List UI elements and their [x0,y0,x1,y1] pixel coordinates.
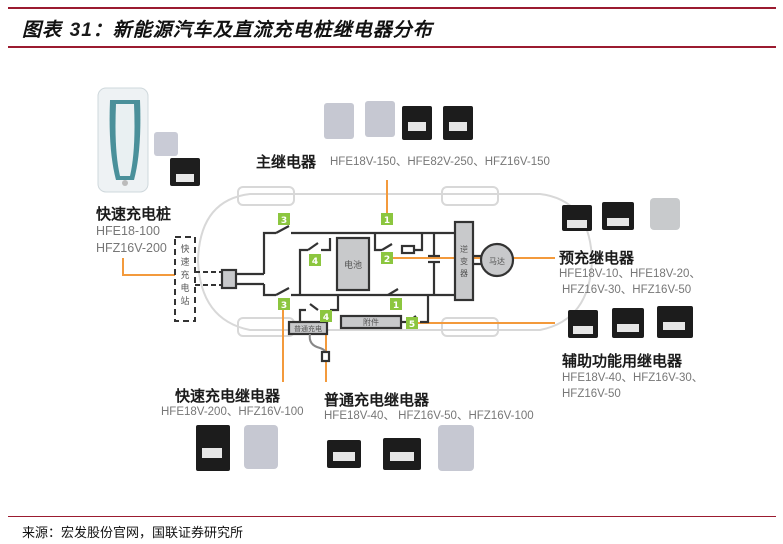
station-char: 快 [180,243,189,255]
fast-charge-relay-images [196,425,278,471]
accessory-label: 附件 [363,317,379,327]
inverter-char: 器 [460,269,468,278]
normal-charge-relay-models: HFE18V-40、 HFZ16V-50、HFZ16V-100 [324,410,534,422]
precharge-relay-label: 预充继电器 [559,249,635,267]
station-char: 速 [180,257,189,268]
aux-relay-label: 辅助功能用继电器 [562,352,683,370]
badge-3: 3 [281,216,287,226]
aux-relay-images [568,306,693,338]
title-text: 新能源汽车及直流充电桩继电器分布 [112,19,433,41]
fast-charging-pile-models: HFE18-100 HFZ16V-200 [96,223,167,257]
aux-relay-models: HFE18V-40、HFZ16V-30、 HFZ16V-50 [562,370,703,402]
title-prefix: 图表 [22,19,63,41]
normal-charge-relay-images [327,425,474,471]
badge-5: 5 [409,320,415,330]
precharge-relay-images [562,198,680,231]
model: HFE18-100 [96,224,160,238]
inverter-char: 变 [460,256,468,266]
figure-source: 来源：宏发股份官网，国联证券研究所 [22,526,244,541]
car-outline [196,186,594,337]
model: HFZ16V-200 [96,241,167,255]
station-char: 站 [180,295,189,307]
badge-2: 2 [384,255,390,265]
fast-charging-station [174,236,222,322]
model: HFE18V-40、HFZ16V-30、 [562,372,704,384]
main-relay-images [324,101,473,140]
model: HFZ16V-50 [562,388,621,400]
fast-charging-pile-label: 快速充电桩 [96,205,172,223]
badge-1: 1 [393,301,399,311]
station-char: 充 [180,269,189,281]
charging-pile-image [97,87,149,193]
fast-charge-relay-models: HFE18V-200、HFZ16V-100 [161,406,304,418]
circuit-wiring [220,220,515,363]
precharge-relay-models: HFE18V-10、HFE18V-20、 HFZ16V-30、HFZ16V-50 [559,266,701,298]
fast-charge-relay-label: 快速充电继电器 [175,387,281,405]
badge-4: 4 [312,257,318,267]
pile-relay-images [154,132,200,186]
motor-label: 马达 [489,256,505,266]
title-top-rule [8,7,776,9]
badge-3: 3 [281,301,287,311]
relay-badges: 3 3 4 4 1 2 1 5 [278,213,418,330]
station-char: 电 [180,282,189,294]
title-bottom-rule [8,46,776,48]
badge-4: 4 [323,313,329,323]
normal-charge-label: 普通充电 [294,324,322,333]
figure-title: 图表 31：新能源汽车及直流充电桩继电器分布 [22,15,433,42]
model: HFZ16V-30、HFZ16V-50 [562,284,692,296]
battery-label: 电池 [344,259,362,271]
model: HFE18V-10、HFE18V-20、 [559,268,701,280]
main-relay-models: HFE18V-150、HFE82V-250、HFZ16V-150 [330,156,550,168]
title-number: 31： [69,20,113,41]
main-relay-label: 主继电器 [256,153,317,171]
badge-1: 1 [384,216,390,226]
source-rule [8,516,776,517]
inverter-char: 逆 [460,244,468,254]
normal-charge-relay-label: 普通充电继电器 [324,391,430,409]
